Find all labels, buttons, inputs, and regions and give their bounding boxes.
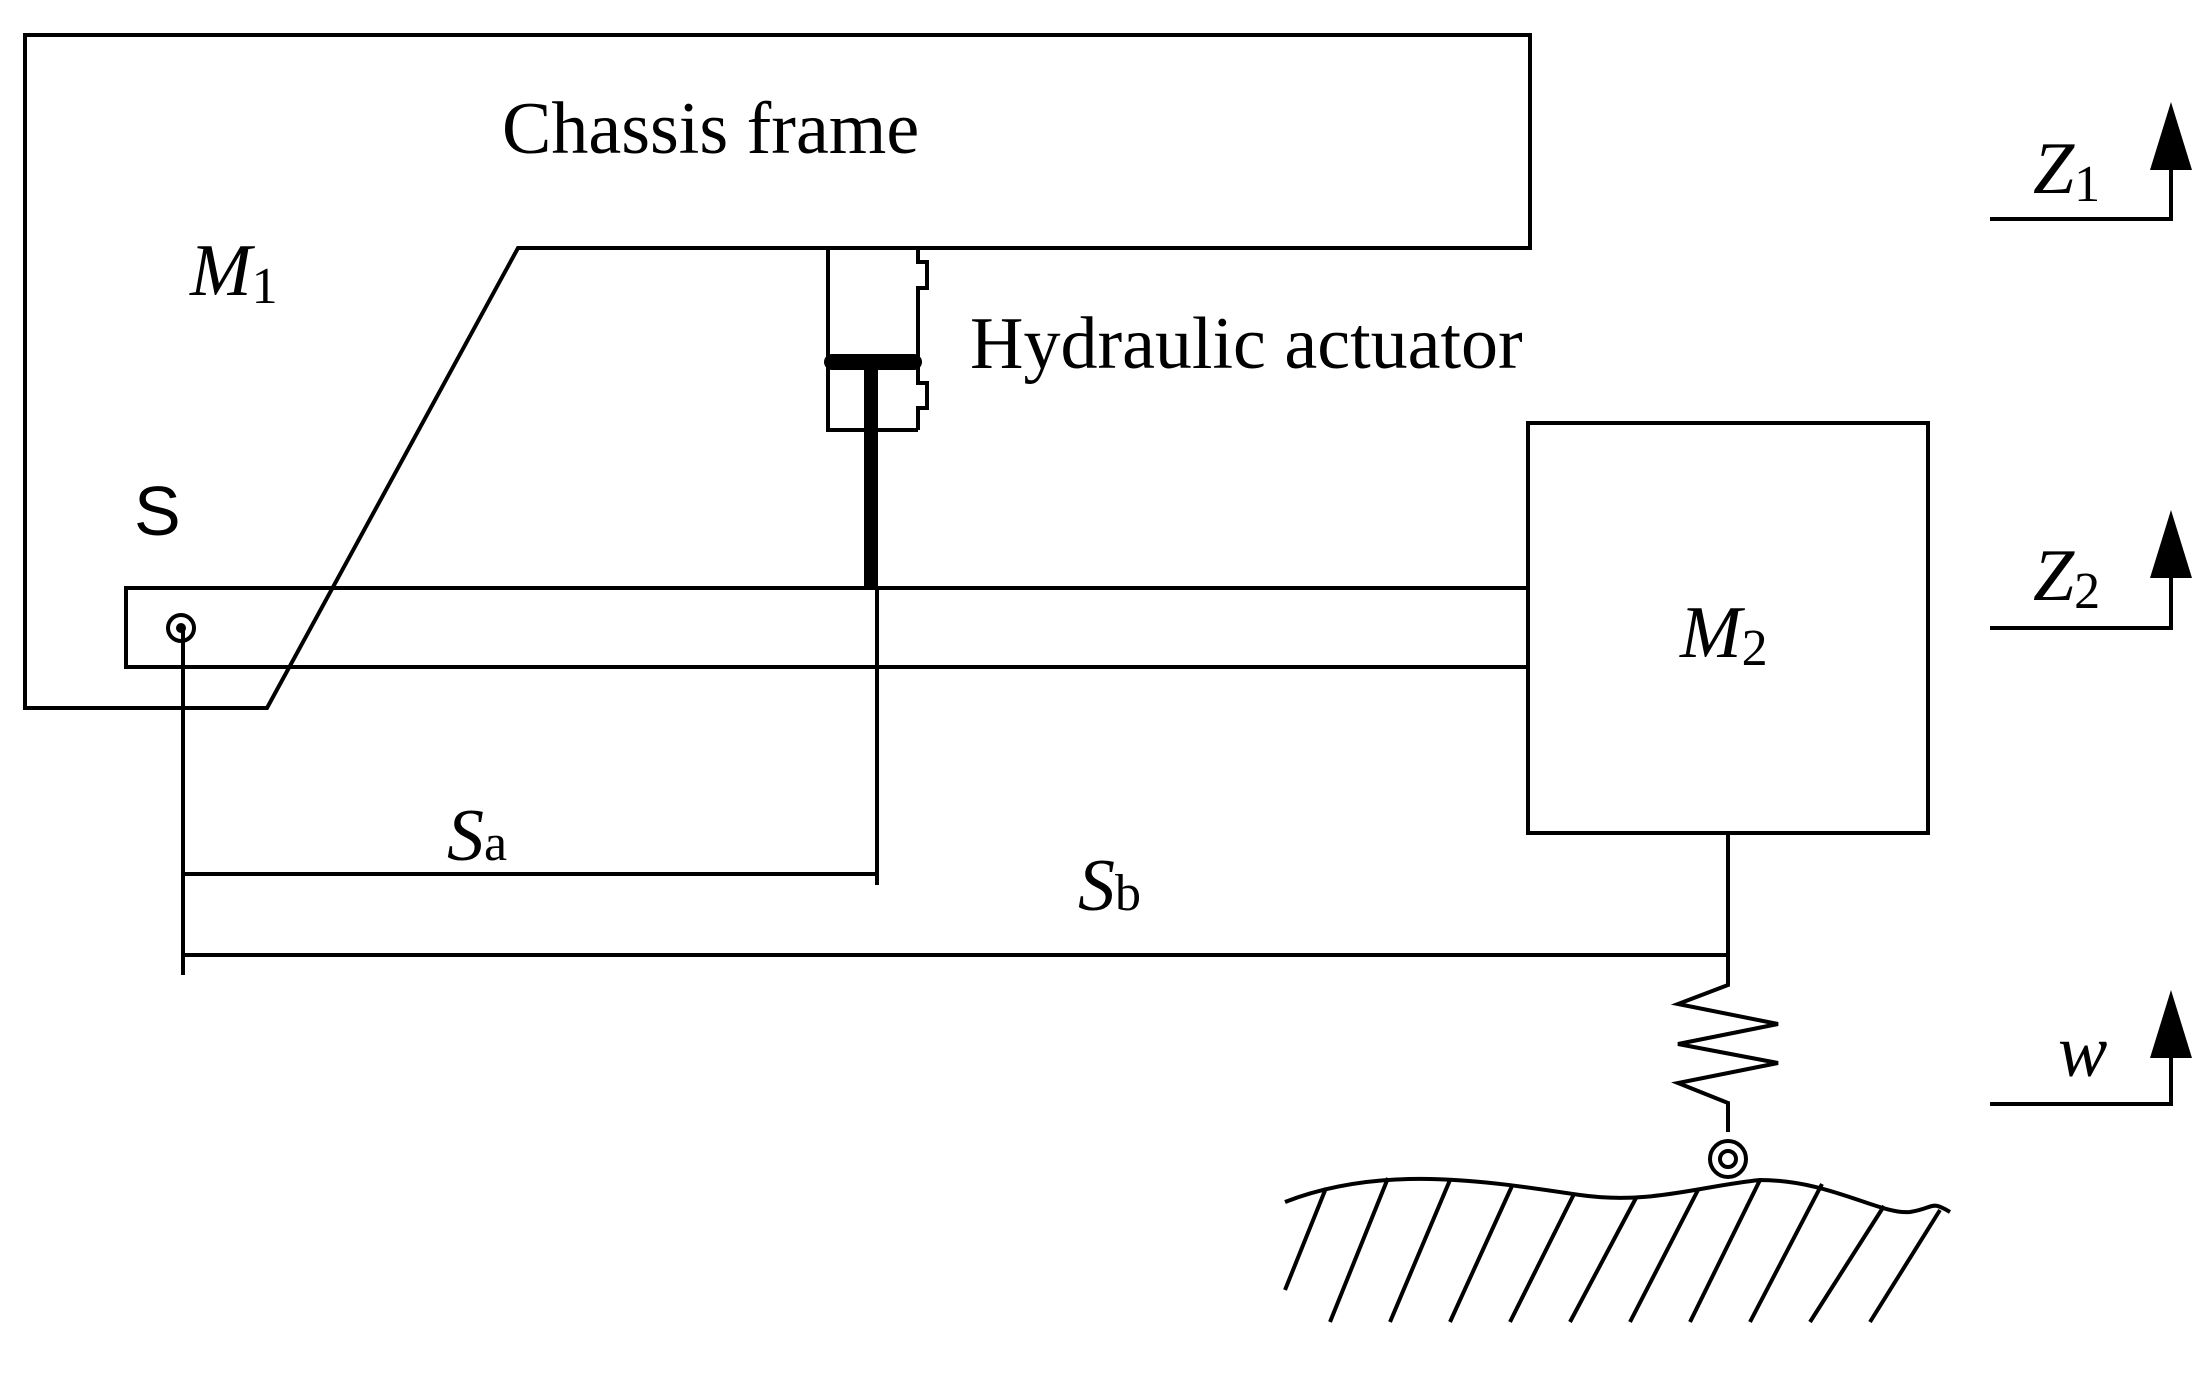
m1-label: M1 [189,230,278,315]
sa-label: Sa [447,795,507,877]
pivot-label: S [134,472,181,550]
chassis-frame-label: Chassis frame [502,88,919,170]
z1-label: Z1 [2033,128,2100,213]
z2-label: Z2 [2033,535,2100,620]
sb-label: Sb [1078,845,1141,927]
m2-label: M2 [1679,592,1768,677]
w-arrowhead [2150,990,2192,1058]
tire-spring [1670,833,1779,1132]
ground-surface [1284,1176,1952,1215]
road-contact-icon [1708,1139,1748,1179]
suspension-arm [124,586,1528,669]
z1-arrowhead [2150,102,2192,170]
w-label: w [2058,1011,2107,1093]
z2-arrowhead [2150,510,2192,578]
w-arrow [1990,1050,2173,1106]
z2-arrow [1990,568,2173,630]
ground-hatching [1283,1177,1942,1324]
hydraulic-actuator-label: Hydraulic actuator [970,303,1523,385]
chassis-frame [23,33,1532,710]
hydraulic-actuator [824,250,929,588]
